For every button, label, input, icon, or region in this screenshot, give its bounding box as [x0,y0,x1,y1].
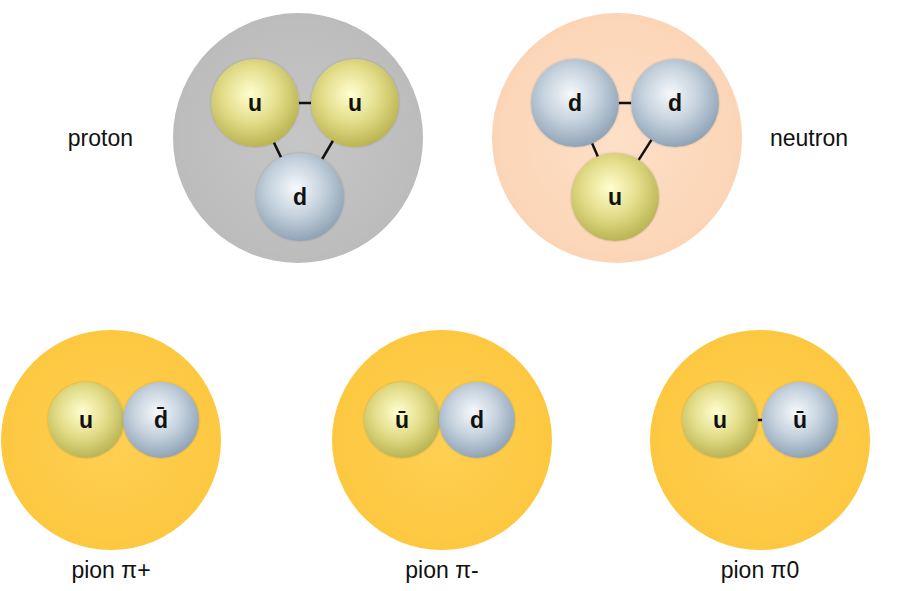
pion-circle: pion π-ūd [332,330,552,550]
quark-ball: d [439,382,515,458]
gluon-line [638,138,653,161]
quark-ball: ū [364,382,440,458]
gluon-line [297,102,313,105]
gluon-line [122,419,125,422]
neutron-circle: neutronddu [492,13,742,263]
particle-label: pion π0 [721,557,800,583]
quark-label: u [348,92,362,115]
quark-label: d [568,92,582,115]
quark-label: d [668,92,682,115]
quark-ball: d [531,59,619,147]
particle-label: neutron [770,125,848,151]
particle-label: proton [68,125,133,151]
quark-label: u [713,409,727,432]
quark-ball: d̄ [123,382,199,458]
proton-circle: protonuud [173,13,423,263]
gluon-line [617,102,633,105]
quark-label: d [293,186,307,209]
quark-label: u [608,186,622,209]
gluon-line [438,419,441,422]
particle-label: pion π+ [71,557,150,583]
particle-label: pion π- [405,557,478,583]
quark-label: d̄ [154,409,168,432]
gluon-line [756,419,764,422]
quark-ball: u [311,59,399,147]
quark-ball: u [48,382,124,458]
quark-ball: d [631,59,719,147]
pion-circle: pion π0uū [650,330,870,550]
gluon-line [321,139,334,160]
quark-ball: u [211,59,299,147]
quark-label: u [79,409,93,432]
quark-ball: u [682,382,758,458]
gluon-line [591,142,598,159]
pion-circle: pion π+ud̄ [1,330,221,550]
quark-label: d [470,409,484,432]
quark-ball: u [571,153,659,241]
quark-ball: ū [762,382,838,458]
quark-label: u [248,92,262,115]
gluon-line [273,141,282,159]
quark-label: ū [395,409,409,432]
quark-ball: d [256,153,344,241]
quark-label: ū [793,409,807,432]
